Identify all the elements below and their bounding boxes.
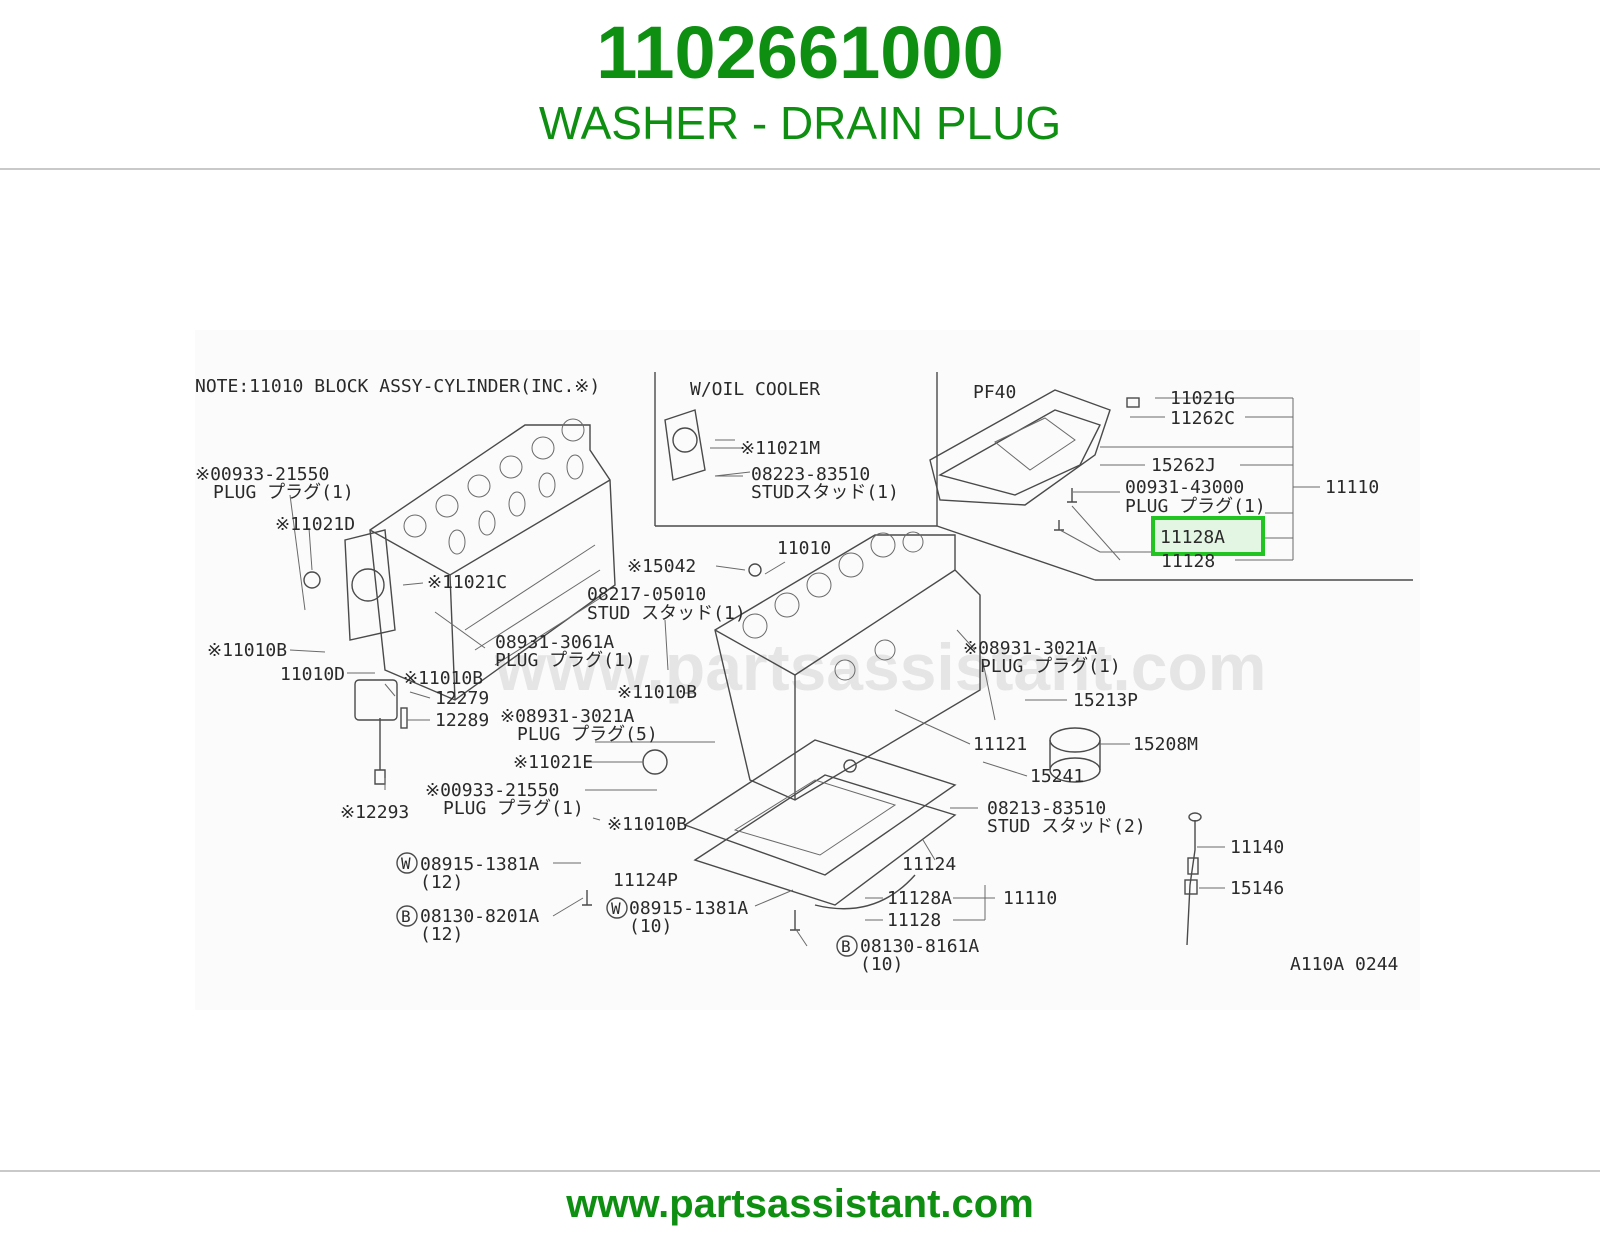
diagram-watermark: www.partsassistant.com	[494, 630, 1266, 704]
part-label[interactable]: 11121	[973, 734, 1027, 755]
inset-title-pf40: PF40	[973, 382, 1016, 403]
part-labels: ※00933-21550 PLUG プラグ(1) ※11021D ※11021C…	[195, 388, 1379, 975]
part-label[interactable]: 15146	[1230, 878, 1284, 899]
part-label[interactable]: ※12293	[340, 802, 409, 823]
part-label: STUD スタッド(1)	[587, 603, 746, 624]
parts-diagram: www.partsassistant.com	[195, 330, 1420, 1010]
part-number: 1102661000	[596, 11, 1004, 94]
pf40-oil-pan-drawing	[929, 389, 1140, 531]
highlighted-part-label[interactable]: 11128A	[1160, 527, 1225, 548]
part-label[interactable]: 11110	[1325, 477, 1379, 498]
part-label: (12)	[420, 924, 463, 945]
part-label[interactable]: 11262C	[1170, 408, 1235, 429]
inset-title-oil-cooler: W/OIL COOLER	[690, 379, 820, 400]
part-description: WASHER - DRAIN PLUG	[538, 97, 1062, 149]
circle-markers: W B W B	[396, 852, 858, 957]
part-label[interactable]: 11010	[777, 538, 831, 559]
part-label[interactable]: ※15042	[627, 556, 696, 577]
site-url-link[interactable]: www.partsassistant.com	[566, 1182, 1034, 1226]
inset-frames	[654, 372, 1413, 581]
part-label[interactable]: 08915-1381A	[420, 854, 539, 875]
part-label[interactable]: 00931-43000	[1125, 477, 1244, 498]
page-header: 1102661000 WASHER - DRAIN PLUG	[0, 0, 1600, 168]
part-label[interactable]: 11128	[1161, 551, 1215, 572]
part-label[interactable]: ※11010B	[607, 814, 687, 835]
diagram-note: NOTE:11010 BLOCK ASSY-CYLINDER(INC.※)	[195, 376, 600, 397]
part-label: PLUG プラグ(1)	[443, 798, 584, 819]
oil-cooler-inset-drawing	[664, 409, 743, 481]
part-label: PLUG プラグ(1)	[980, 656, 1121, 677]
part-label[interactable]: 15262J	[1151, 455, 1216, 476]
part-label[interactable]: 15208M	[1133, 734, 1198, 755]
part-label[interactable]: 08130-8161A	[860, 936, 979, 957]
part-label[interactable]: ※00933-21550	[195, 464, 329, 485]
engine-block-center-drawing	[582, 531, 1101, 931]
part-label[interactable]: ※11021D	[275, 514, 355, 535]
part-label[interactable]: ※11010B	[617, 682, 697, 703]
leader-lines	[289, 397, 1320, 947]
part-label[interactable]: 08130-8201A	[420, 906, 539, 927]
part-label[interactable]: ※08931-3021A	[963, 638, 1097, 659]
footer-divider	[0, 1170, 1600, 1172]
part-label[interactable]: ※00933-21550	[425, 780, 559, 801]
part-label[interactable]: ※11010B	[403, 668, 483, 689]
part-label[interactable]: 08213-83510	[987, 798, 1106, 819]
highlight-box[interactable]	[1151, 516, 1265, 556]
part-label: (10)	[860, 954, 903, 975]
circle-marker-w: W	[401, 854, 411, 873]
part-label[interactable]: ※11021E	[513, 752, 593, 773]
part-label: PLUG プラグ(1)	[495, 650, 636, 671]
part-label[interactable]: ※11021M	[740, 438, 820, 459]
part-label: (12)	[420, 872, 463, 893]
parts-diagram-svg: www.partsassistant.com	[195, 372, 1413, 975]
part-label[interactable]: 12279	[435, 688, 489, 709]
part-label: PLUG プラグ(1)	[213, 482, 354, 503]
part-label[interactable]: 15241	[1030, 766, 1084, 787]
drawing-code: A110A 0244	[1290, 954, 1398, 975]
part-label[interactable]: 08217-05010	[587, 584, 706, 605]
part-label[interactable]: 11124P	[613, 870, 678, 891]
part-label[interactable]: ※11021C	[427, 572, 507, 593]
part-label[interactable]: 11128	[887, 910, 941, 931]
part-label[interactable]: 08915-1381A	[629, 898, 748, 919]
part-label[interactable]: 15213P	[1073, 690, 1138, 711]
part-label[interactable]: 11010D	[280, 664, 345, 685]
part-label[interactable]: 08223-83510	[751, 464, 870, 485]
part-label: STUDスタッド(1)	[751, 482, 899, 503]
circle-marker-b: B	[841, 937, 851, 956]
circle-marker-w: W	[611, 899, 621, 918]
dipstick-drawing	[1184, 812, 1202, 946]
engine-block-left-drawing	[303, 418, 616, 785]
part-label[interactable]: ※08931-3021A	[500, 706, 634, 727]
part-label[interactable]: 11140	[1230, 837, 1284, 858]
part-label[interactable]: 12289	[435, 710, 489, 731]
part-label: STUD スタッド(2)	[987, 816, 1146, 837]
part-label[interactable]: 11110	[1003, 888, 1057, 909]
part-label[interactable]: 08931-3061A	[495, 632, 614, 653]
part-label[interactable]: 11128A	[887, 888, 952, 909]
part-label: (10)	[629, 916, 672, 937]
header-divider	[0, 168, 1600, 170]
part-label: PLUG プラグ(1)	[1125, 496, 1266, 517]
circle-marker-b: B	[401, 907, 411, 926]
part-label[interactable]: 11124	[902, 854, 956, 875]
part-label[interactable]: ※11010B	[207, 640, 287, 661]
part-label[interactable]: 11021G	[1170, 388, 1235, 409]
part-label: PLUG プラグ(5)	[517, 724, 658, 745]
